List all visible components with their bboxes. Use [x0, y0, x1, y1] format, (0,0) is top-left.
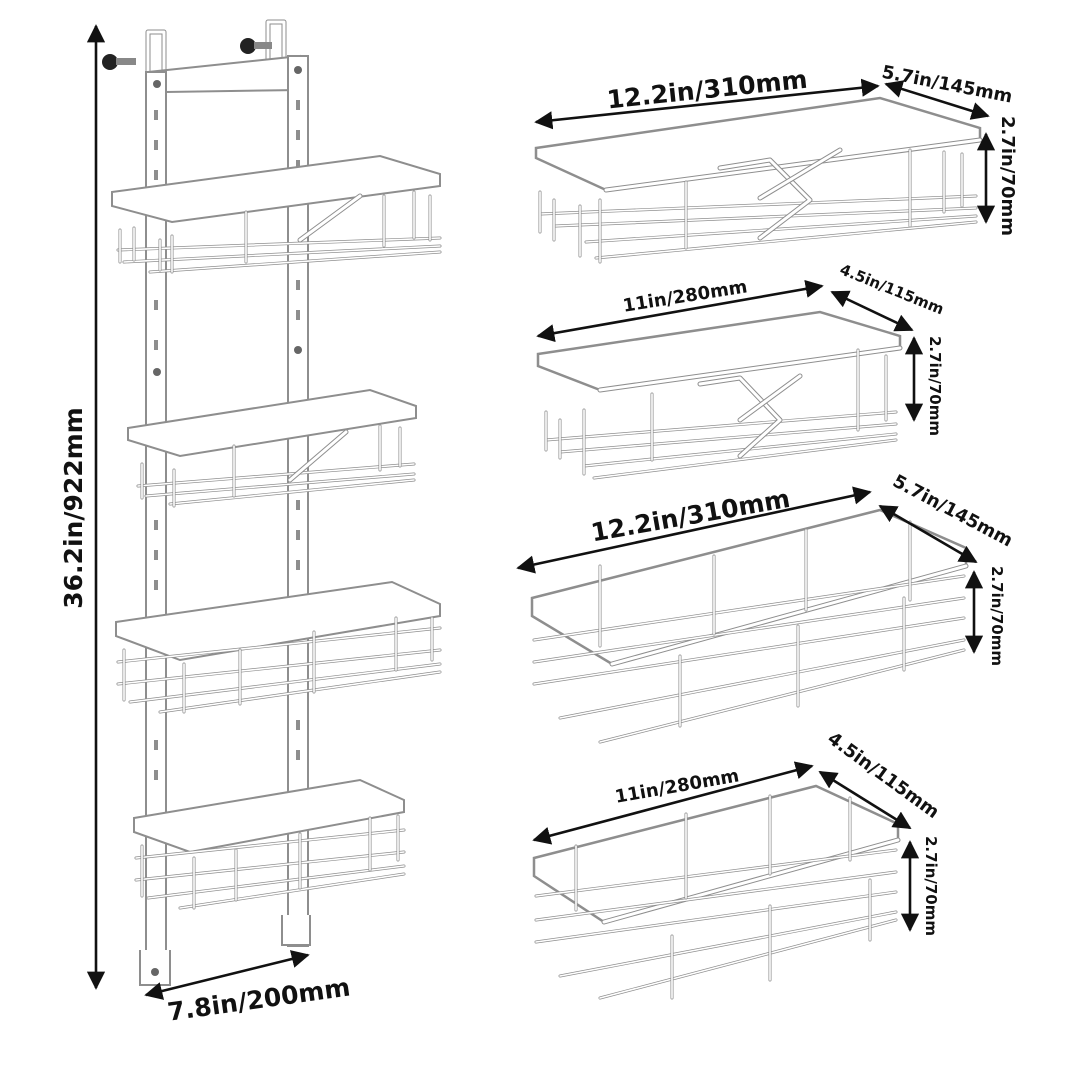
over-door-hook-left	[145, 29, 167, 81]
rack-top-frame	[145, 54, 301, 94]
basket-1-depth-label: 5.7in/145mm	[880, 62, 1014, 108]
shower-caddy-rack	[102, 19, 442, 986]
rack-shelf-1	[111, 154, 442, 274]
rack-rail-right	[287, 55, 309, 947]
overall-width-dimension: 7.8in/200mm	[144, 950, 352, 1027]
overall-width-label: 7.8in/200mm	[166, 972, 352, 1026]
rack-shelf-3	[115, 580, 442, 714]
basket-2	[536, 310, 903, 480]
overall-height-dimension: 36.2in/922mm	[59, 24, 106, 990]
basket-1-height-label: 2.7in/70mm	[997, 116, 1018, 236]
basket-4-height-label: 2.7in/70mm	[922, 836, 940, 936]
basket-3-height-label: 2.7in/70mm	[988, 566, 1006, 666]
knob-right-icon	[240, 38, 272, 54]
basket-1-length-label: 12.2in/310mm	[605, 65, 808, 115]
basket-4	[532, 784, 901, 1000]
basket-3-length-label: 12.2in/310mm	[589, 484, 792, 548]
basket-2-height-label: 2.7in/70mm	[926, 336, 944, 436]
knob-left-icon	[102, 54, 136, 70]
rack-shelf-4	[133, 778, 406, 910]
rack-shelf-2	[127, 388, 417, 508]
basket-1	[534, 96, 983, 264]
overall-height-label: 36.2in/922mm	[59, 407, 88, 608]
basket-2-depth-label: 4.5in/115mm	[837, 260, 946, 318]
